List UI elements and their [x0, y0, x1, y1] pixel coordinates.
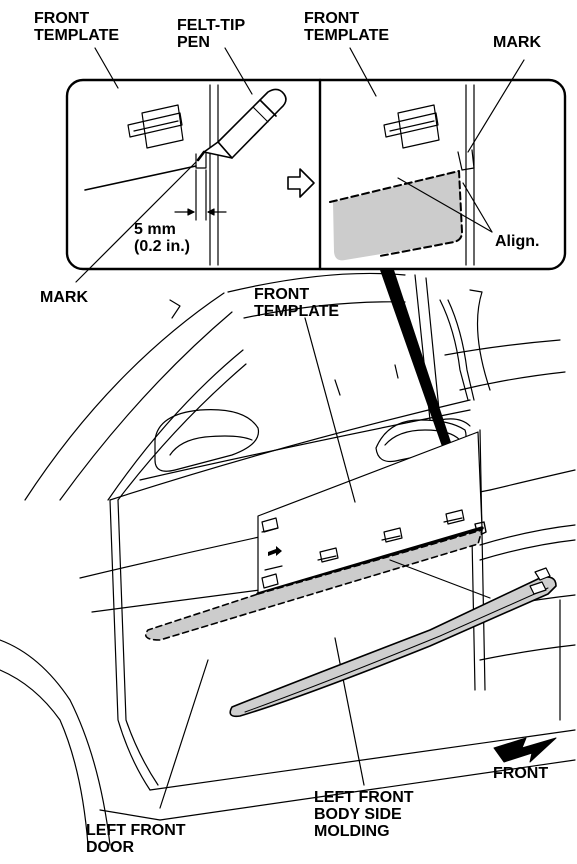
- label-line: DOOR: [86, 839, 134, 856]
- step-arrow-icon: [287, 168, 315, 198]
- body-side-molding-drawing: [229, 567, 557, 718]
- label-align: Align.: [495, 233, 540, 250]
- detail-inset-frame: [65, 78, 567, 271]
- label-dimension: 5 mm (0.2 in.): [134, 221, 190, 255]
- label-line: FRONT: [254, 286, 310, 303]
- label-line: BODY SIDE: [314, 806, 402, 823]
- label-line: MOLDING: [314, 823, 390, 840]
- label-front-template-inset-right: FRONT TEMPLATE: [304, 10, 389, 44]
- molding-placement-outline: [144, 529, 483, 641]
- label-front-template-center: FRONT TEMPLATE: [254, 286, 339, 320]
- label-mark-top: MARK: [493, 34, 541, 51]
- front-direction-arrow-icon: [493, 737, 557, 763]
- label-line: (0.2 in.): [134, 238, 191, 255]
- label-line: PEN: [177, 34, 210, 51]
- label-line: FRONT: [304, 10, 360, 27]
- label-body-side-molding: LEFT FRONT BODY SIDE MOLDING: [314, 789, 414, 840]
- car-body-drawing: [0, 272, 576, 846]
- label-line: LEFT FRONT: [314, 789, 414, 806]
- felt-tip-pen-drawing: [196, 88, 287, 162]
- label-line: LEFT FRONT: [86, 822, 186, 839]
- left-inset-detail: [84, 84, 227, 266]
- right-inset-detail: [329, 84, 493, 266]
- label-line: 5 mm: [134, 221, 176, 238]
- label-front-template-inset-left: FRONT TEMPLATE: [34, 10, 119, 44]
- front-template-on-door: [256, 431, 487, 596]
- label-line: FELT-TIP: [177, 17, 246, 34]
- label-line: TEMPLATE: [34, 27, 120, 44]
- label-front-direction: FRONT: [493, 765, 549, 782]
- label-left-front-door: LEFT FRONT DOOR: [86, 822, 186, 856]
- label-line: TEMPLATE: [304, 27, 390, 44]
- label-line: FRONT: [34, 10, 90, 27]
- label-line: TEMPLATE: [254, 303, 340, 320]
- label-mark-left: MARK: [40, 289, 88, 306]
- label-felt-tip-pen: FELT-TIP PEN: [177, 17, 245, 51]
